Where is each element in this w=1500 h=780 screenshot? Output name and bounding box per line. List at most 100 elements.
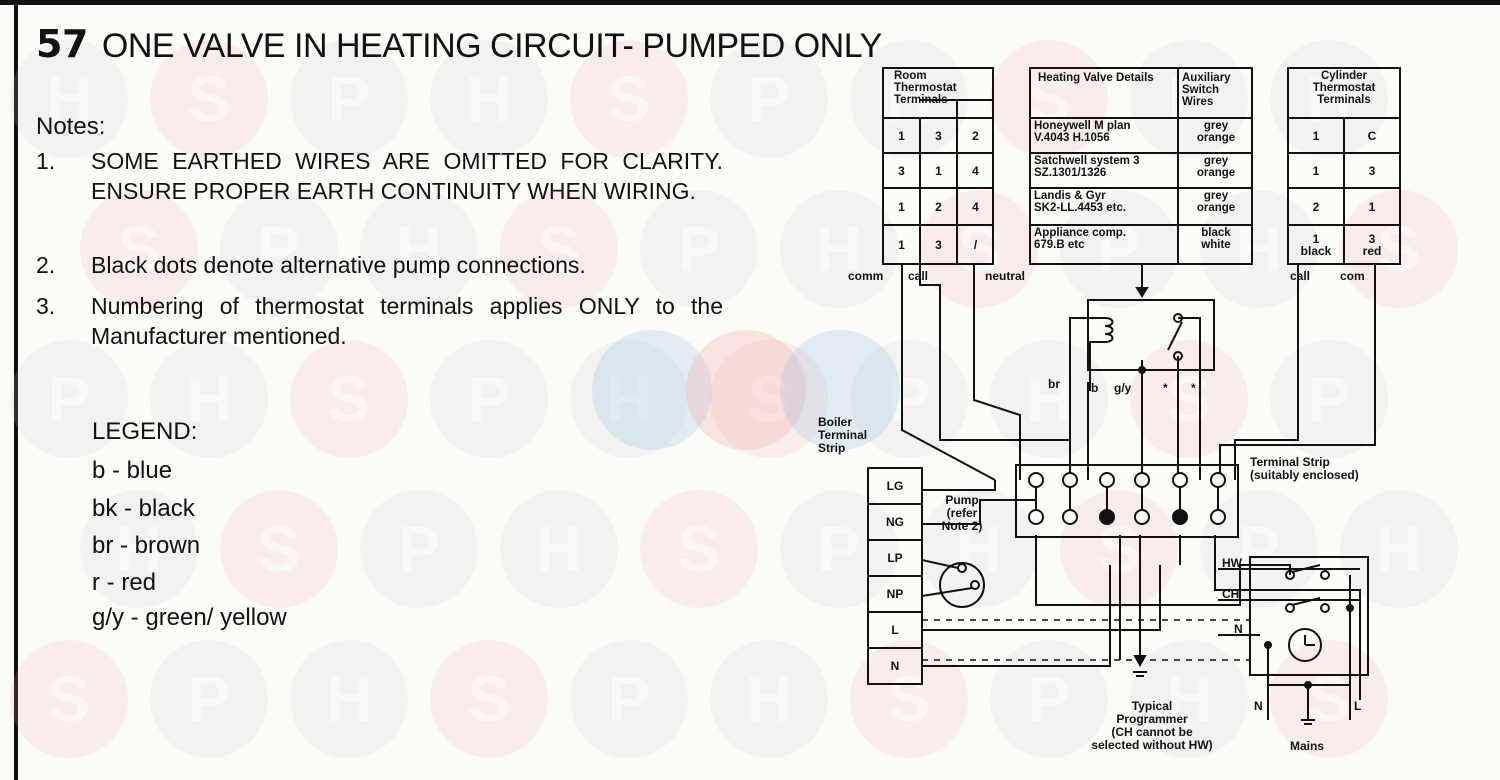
note-text: Numbering of thermostat terminals applie…	[91, 293, 723, 349]
left-rule	[14, 0, 18, 780]
boiler-terminal-label: LP	[887, 551, 903, 565]
note-number: 2.	[36, 252, 56, 278]
room-terminal-number: 3	[935, 237, 942, 252]
mains-l-label: L	[1354, 699, 1362, 713]
boiler-terminal-label: LG	[886, 479, 904, 493]
note-number: 3.	[36, 293, 56, 319]
watermark-letter: H	[535, 513, 583, 585]
cylinder-terminal-number: 2	[1312, 199, 1320, 214]
terminal-strip-box	[1015, 464, 1239, 538]
cylinder-terminal-number: 1	[1312, 128, 1320, 143]
valve-detail: Appliance comp.679.B etc	[1034, 227, 1127, 251]
cylinder-terminal-number: C	[1367, 128, 1377, 143]
room-terminal-number: 1	[898, 199, 905, 214]
pump-symbol	[939, 562, 985, 608]
strip-terminal-top	[1172, 472, 1188, 488]
watermark-letter: S	[467, 663, 511, 735]
legend-item: br - brown	[92, 532, 201, 559]
watermark-circle	[570, 340, 688, 458]
room-terminal-number: 1	[935, 163, 942, 178]
valve-wire-green-yellow: g/y	[1114, 381, 1132, 395]
legend-item: r - red	[92, 569, 157, 596]
room-terminal-number: 2	[935, 199, 942, 214]
watermark-circle	[430, 340, 548, 458]
strip-terminal-bottom	[1099, 509, 1115, 525]
valve-details-header: Heating Valve Details	[1038, 72, 1154, 84]
legend-item: g/y - green/ yellow	[92, 604, 287, 631]
legend-item: bk - black	[92, 495, 195, 522]
aux-switch-header: Auxiliary Switch Wires	[1182, 72, 1231, 108]
note-number: 1.	[36, 148, 56, 174]
programmer-box	[1249, 556, 1369, 676]
pump-label: Pump (refer Note 2)	[941, 493, 983, 533]
watermark-circle	[290, 640, 408, 758]
room-terminal-number: 4	[972, 163, 979, 178]
room-comm-label: comm	[848, 269, 884, 283]
programmer-ch-label: CH	[1222, 587, 1240, 601]
room-terminal-number: 3	[935, 128, 942, 143]
watermark-circle	[710, 340, 828, 458]
watermark-circle	[710, 640, 828, 758]
room-terminal-number: 4	[972, 199, 979, 214]
room-thermostat-box	[882, 67, 994, 265]
watermark-letter: S	[677, 513, 721, 585]
watermark-circle	[640, 490, 758, 608]
note-text: SOME EARTHED WIRES ARE OMITTED FOR CLARI…	[91, 148, 723, 204]
room-terminal-number: 3	[898, 163, 905, 178]
watermark-circle	[430, 640, 548, 758]
diagram-title: ONE VALVE IN HEATING CIRCUIT- PUMPED ONL…	[101, 27, 882, 65]
strip-terminal-bottom	[1028, 509, 1044, 525]
watermark-letter: P	[467, 363, 511, 435]
room-terminal-number: 2	[972, 128, 979, 143]
strip-terminal-top	[1028, 472, 1044, 488]
watermark-circle	[220, 490, 338, 608]
watermark-circle	[500, 490, 618, 608]
boiler-terminal-label: NP	[886, 587, 904, 601]
strip-terminal-bottom	[1062, 509, 1078, 525]
mains-n-label: N	[1254, 699, 1263, 713]
valve-wire-brown: br	[1048, 377, 1060, 391]
valve-wire-aux-2: *	[1191, 381, 1196, 395]
boiler-strip-label: Boiler Terminal Strip	[818, 415, 868, 455]
page-title: 57 ONE VALVE IN HEATING CIRCUIT- PUMPED O…	[36, 22, 882, 66]
watermark-letter: S	[47, 663, 91, 735]
cyl-call-label: call	[1290, 269, 1311, 283]
diagram-number: 57	[36, 22, 88, 66]
watermark-letter: H	[325, 663, 373, 735]
top-rule	[0, 0, 1500, 5]
room-terminal-number: /	[973, 237, 978, 252]
watermark-letter: S	[327, 363, 371, 435]
watermark-circle	[150, 640, 268, 758]
terminal-strip-label: Terminal Strip (suitably enclosed)	[1250, 455, 1359, 482]
watermark-letter: P	[187, 663, 231, 735]
cyl-com-label: com	[1340, 269, 1365, 283]
watermark-letter: P	[397, 513, 441, 585]
room-call-label: call	[908, 269, 929, 283]
room-terminal-number: 1	[898, 237, 905, 252]
watermark-circle	[360, 490, 478, 608]
programmer-hw-label: HW	[1222, 556, 1242, 570]
legend-heading: LEGEND:	[92, 418, 198, 445]
room-neutral-label: neutral	[985, 269, 1026, 283]
boiler-terminal-label: NG	[886, 515, 904, 529]
watermark-letter: H	[745, 663, 793, 735]
room-terminal-number: 1	[898, 128, 905, 143]
strip-terminal-bottom	[1210, 509, 1226, 525]
valve-wire-aux-1: *	[1163, 381, 1168, 395]
wiring-lines	[867, 67, 1401, 725]
boiler-terminal-label: N	[890, 659, 900, 673]
strip-terminal-top	[1210, 472, 1226, 488]
note-text: Black dots denote alternative pump conne…	[91, 252, 586, 278]
strip-terminal-bottom	[1134, 509, 1150, 525]
watermark-letter: P	[607, 663, 651, 735]
notes-heading: Notes:	[36, 113, 106, 140]
watermark-circle	[290, 340, 408, 458]
